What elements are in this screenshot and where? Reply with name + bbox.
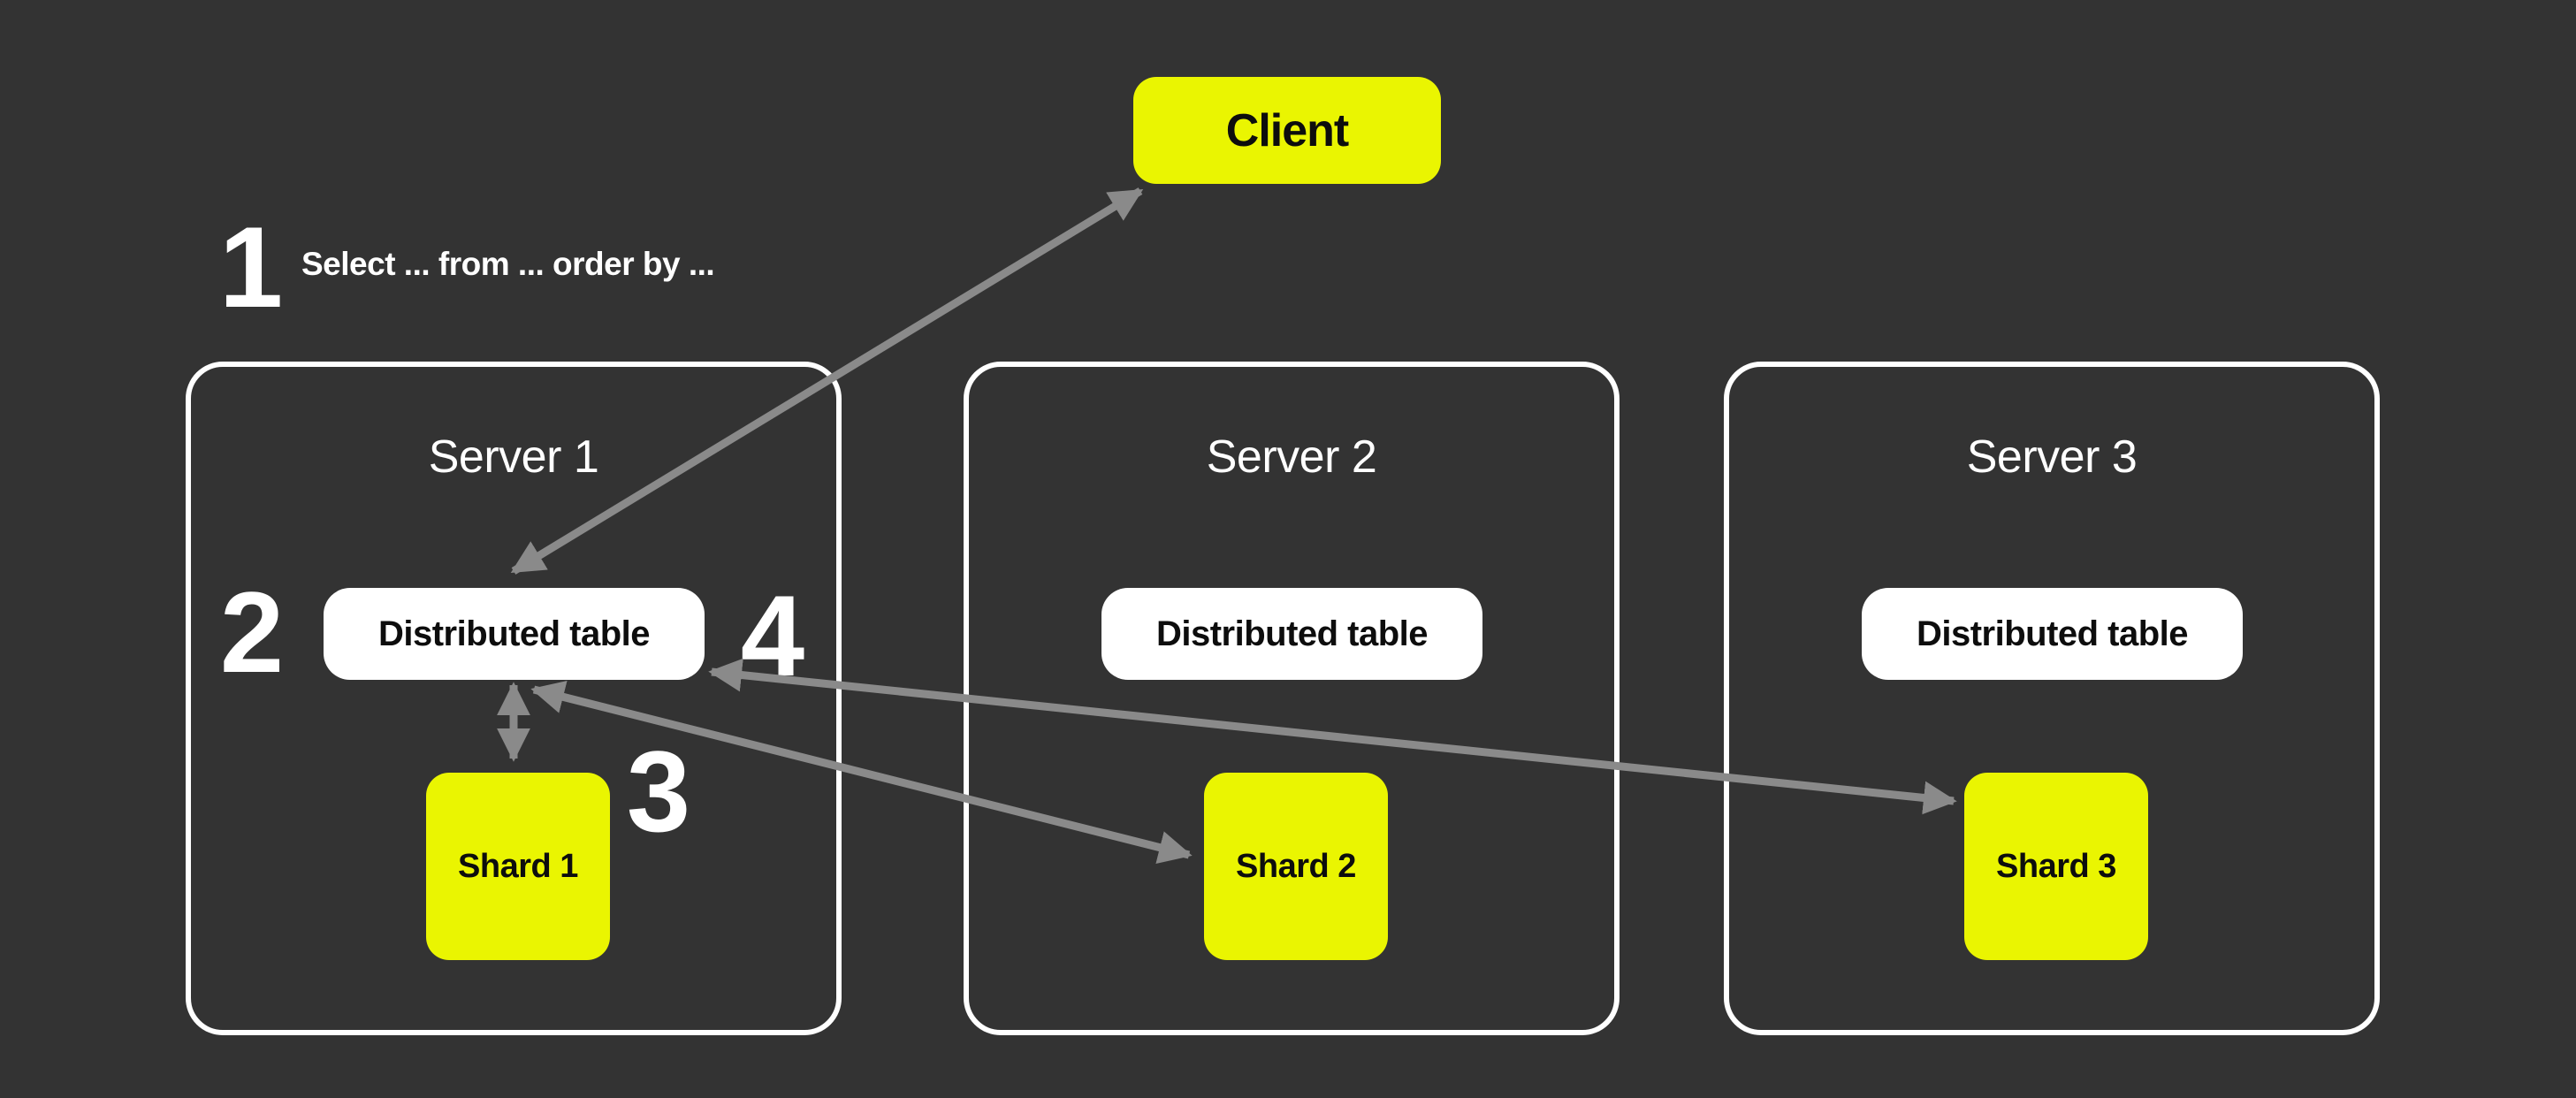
step-2-number: 2 [219, 568, 284, 697]
server-2-distributed-table-label: Distributed table [1155, 614, 1429, 653]
server-3-shard: Shard 3 [1964, 773, 2148, 960]
server-2-shard-label: Shard 2 [1236, 847, 1356, 885]
server-1-shard-label: Shard 1 [458, 847, 578, 885]
server-2-distributed-table: Distributed table [1101, 588, 1482, 680]
server-3-distributed-table-label: Distributed table [1916, 614, 2189, 653]
client-label: Client [1225, 104, 1349, 156]
server-3-shard-label: Shard 3 [1996, 847, 2116, 885]
server-1-distributed-table: Distributed table [324, 588, 705, 680]
step-1-number: 1 [218, 202, 283, 332]
server-1-distributed-table-label: Distributed table [377, 614, 651, 653]
server-1-title: Server 1 [428, 431, 599, 483]
server-3-box: Server 3 Distributed table Shard 3 [1724, 362, 2380, 1035]
client-node: Client [1133, 77, 1441, 184]
server-3-title: Server 3 [1966, 431, 2138, 483]
server-2-shard: Shard 2 [1204, 773, 1388, 960]
query-text: Select ... from ... order by ... [301, 246, 715, 282]
server-3-distributed-table: Distributed table [1862, 588, 2243, 680]
server-1-box: Server 1 Distributed table Shard 1 [186, 362, 842, 1035]
server-1-shard: Shard 1 [426, 773, 610, 960]
server-2-box: Server 2 Distributed table Shard 2 [964, 362, 1620, 1035]
server-2-title: Server 2 [1206, 431, 1377, 483]
